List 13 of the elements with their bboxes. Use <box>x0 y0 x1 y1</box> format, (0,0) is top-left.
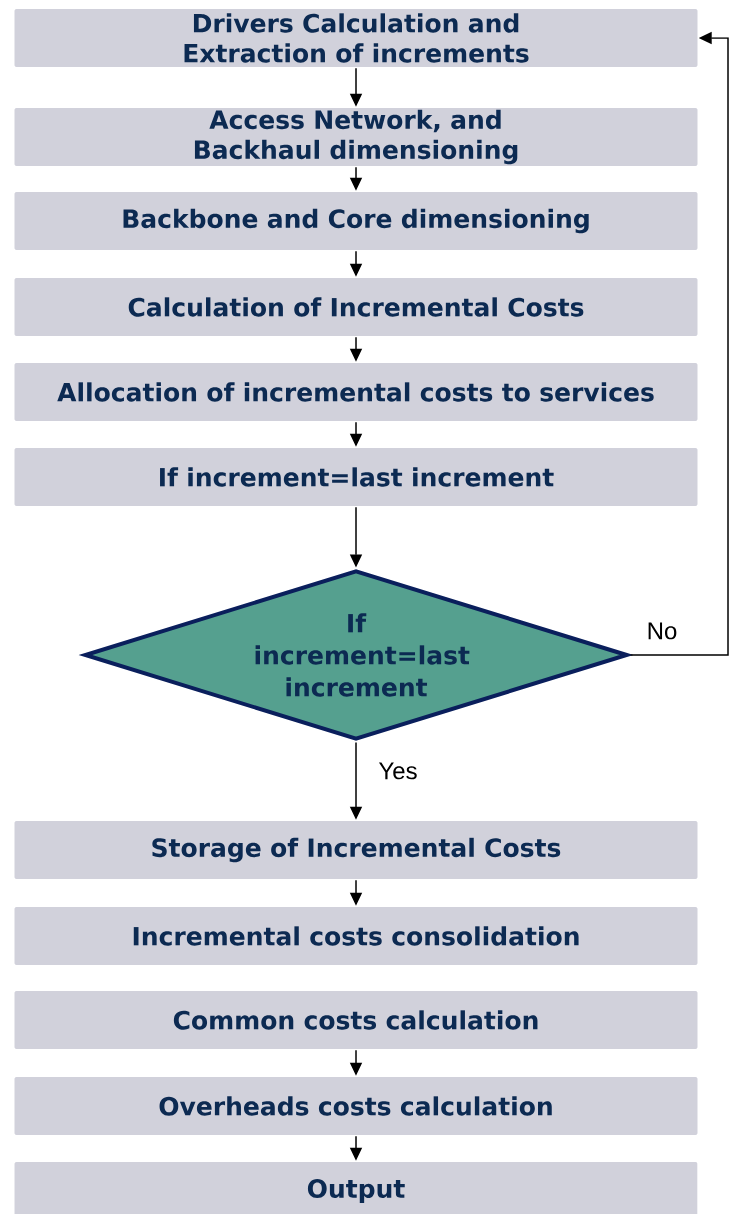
process-box: Storage of Incremental Costs <box>14 821 698 879</box>
process-box: Overheads costs calculation <box>14 1077 698 1135</box>
process-box: Allocation of incremental costs to services <box>14 363 698 421</box>
edge-label: Yes <box>377 761 419 781</box>
process-box: Incremental costs consolidation <box>14 907 698 965</box>
process-box: Drivers Calculation and Extraction of increments <box>14 9 698 67</box>
process-box: Output <box>14 1162 698 1214</box>
process-box: Calculation of Incremental Costs <box>14 278 698 336</box>
process-box: Common costs calculation <box>14 991 698 1049</box>
process-box: Access Network, and Backhaul dimensioning <box>14 108 698 166</box>
edge-label: No <box>645 621 679 641</box>
process-box: Backbone and Core dimensioning <box>14 192 698 250</box>
process-box: If increment=last increment <box>14 448 698 506</box>
